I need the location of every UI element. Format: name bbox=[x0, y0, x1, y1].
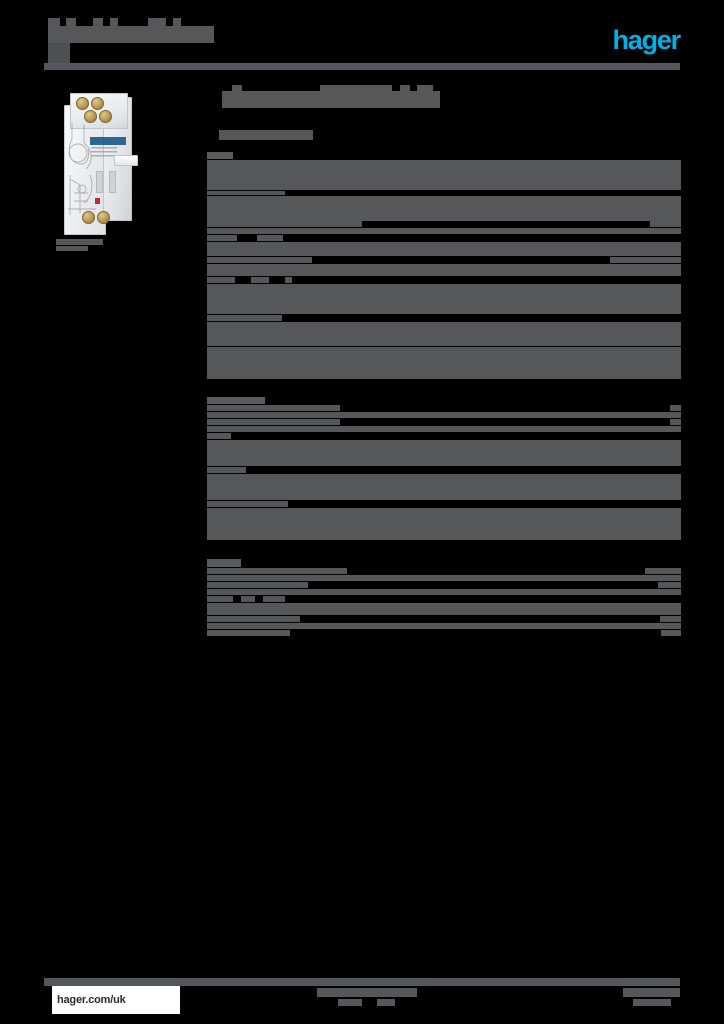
spec-row-value-gap bbox=[282, 315, 681, 321]
footer-center-redacted bbox=[377, 999, 395, 1006]
device-brand-strip bbox=[90, 137, 126, 145]
footer-center-redacted bbox=[338, 999, 362, 1006]
header-title-redacted bbox=[173, 18, 181, 26]
spec-row-value-gap bbox=[312, 257, 610, 263]
specification-table bbox=[207, 152, 681, 710]
header-title-redacted bbox=[93, 18, 103, 26]
footer-right-redacted bbox=[623, 988, 680, 997]
title-ascender-redacted bbox=[320, 85, 392, 92]
title-ascender-redacted bbox=[400, 85, 410, 92]
spec-table-row bbox=[207, 242, 681, 256]
spec-row-value-gap bbox=[231, 433, 681, 439]
spec-table-row bbox=[207, 284, 681, 314]
hager-logo: hager bbox=[596, 24, 681, 55]
header-title-line bbox=[48, 26, 214, 43]
page-subtitle-redacted bbox=[219, 130, 313, 140]
din-rail-device-illustration bbox=[64, 93, 138, 237]
header-title-redacted bbox=[110, 18, 118, 26]
page-title-redacted bbox=[222, 91, 440, 108]
spec-row-value-gap bbox=[288, 501, 681, 507]
footer-right-redacted bbox=[633, 999, 671, 1006]
terminal-screw-icon bbox=[99, 110, 112, 123]
title-ascender-redacted bbox=[232, 85, 242, 92]
spec-table-row bbox=[207, 623, 681, 629]
spec-table-row bbox=[207, 347, 681, 379]
header-title-redacted bbox=[48, 18, 60, 26]
spec-table-row bbox=[207, 575, 681, 581]
figure-caption-redacted bbox=[56, 246, 88, 251]
footer-url-box[interactable]: hager.com/uk bbox=[52, 986, 180, 1014]
spec-table-row bbox=[207, 322, 681, 346]
spec-table-row bbox=[207, 474, 681, 500]
wiring-schematic-icon bbox=[68, 123, 96, 215]
spec-row-value-gap bbox=[362, 221, 650, 227]
spec-row-value-gap bbox=[285, 596, 681, 602]
product-image bbox=[56, 90, 164, 251]
spec-table-row bbox=[207, 440, 681, 466]
title-ascender-redacted bbox=[417, 85, 433, 92]
footer-url-text[interactable]: hager.com/uk bbox=[57, 994, 126, 1006]
device-indicator-icon bbox=[95, 198, 100, 204]
spec-row-value-gap bbox=[300, 616, 660, 622]
terminal-screw-icon bbox=[84, 110, 97, 123]
spec-row-value-gap bbox=[283, 235, 681, 241]
spec-row-value-gap bbox=[292, 277, 681, 283]
spec-table-row bbox=[207, 264, 681, 276]
header-title-redacted bbox=[148, 18, 166, 26]
spec-row-value-gap bbox=[233, 596, 241, 602]
spec-table-row bbox=[207, 426, 681, 432]
spec-row-value-gap bbox=[246, 467, 681, 473]
device-rating-label bbox=[91, 147, 117, 161]
spec-row-value-gap bbox=[235, 277, 251, 283]
terminal-screw-icon bbox=[91, 97, 104, 110]
spec-section-header-redacted bbox=[207, 152, 233, 159]
header-title-redacted bbox=[66, 18, 76, 26]
spec-table-row bbox=[207, 508, 681, 540]
spec-table-row bbox=[207, 589, 681, 595]
footer-divider bbox=[44, 978, 680, 986]
terminal-screw-icon bbox=[76, 97, 89, 110]
device-toggle-lever bbox=[114, 155, 138, 166]
terminal-screw-icon bbox=[97, 211, 110, 224]
spec-section-header-redacted bbox=[207, 559, 241, 567]
terminal-screw-icon bbox=[82, 211, 95, 224]
spec-row-value-gap bbox=[308, 582, 658, 588]
spec-row-value-gap bbox=[269, 277, 285, 283]
footer-center-redacted bbox=[317, 988, 417, 997]
spec-row-value-gap bbox=[340, 419, 670, 425]
device-slot bbox=[109, 171, 116, 193]
hager-logo-text: hager bbox=[612, 24, 681, 55]
spec-row-value-gap bbox=[290, 630, 661, 636]
header-divider bbox=[44, 63, 680, 70]
spec-table-row bbox=[207, 160, 681, 190]
spec-row-value-gap bbox=[255, 596, 263, 602]
spec-row-value-gap bbox=[340, 405, 670, 411]
spec-table-row bbox=[207, 412, 681, 418]
spec-table-row bbox=[207, 603, 681, 615]
header-subtitle-line bbox=[48, 43, 70, 65]
figure-caption-redacted bbox=[56, 239, 103, 245]
spec-table-row bbox=[207, 228, 681, 234]
spec-row-value-gap bbox=[285, 191, 681, 195]
device-slot bbox=[96, 171, 103, 193]
spec-row-value-gap bbox=[347, 568, 645, 574]
spec-row-value-gap bbox=[237, 235, 257, 241]
spec-section-header-redacted bbox=[207, 397, 265, 404]
